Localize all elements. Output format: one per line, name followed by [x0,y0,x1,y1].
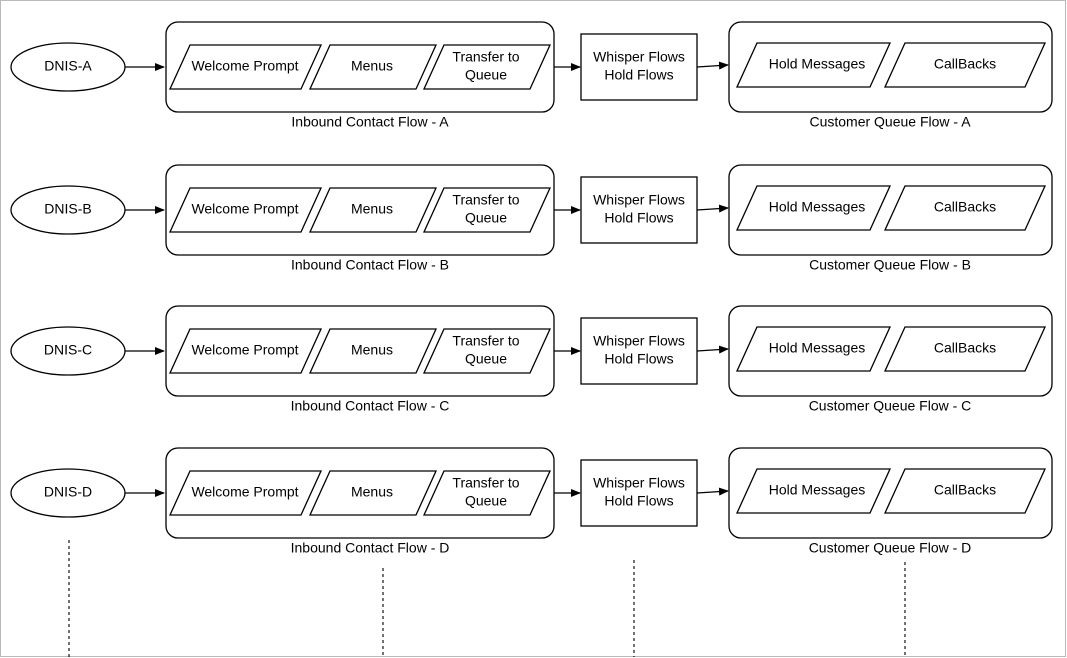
dnis-label: DNIS-B [44,201,91,217]
welcome-prompt-label: Welcome Prompt [191,484,298,500]
menus-label: Menus [351,58,393,74]
connector-arrow [696,61,729,70]
transfer-label-line2: Queue [465,351,507,367]
callbacks-label: CallBacks [934,199,996,215]
welcome-prompt-label: Welcome Prompt [191,58,298,74]
menus-node [308,328,438,374]
hold-messages-label: Hold Messages [769,199,866,215]
customer-queue-flow-caption: Customer Queue Flow - D [809,540,972,556]
menus-label: Menus [351,201,393,217]
whisper-flows-label: Whisper Flows [593,333,685,349]
hold-messages-label: Hold Messages [769,482,866,498]
welcome-prompt-node [168,470,323,516]
customer-queue-flow-caption: Customer Queue Flow - B [809,257,971,273]
inbound-contact-flow-caption: Inbound Contact Flow - D [291,540,450,556]
flow-row: DNIS-A Welcome Prompt Menus Transfer to Queu… [10,21,1053,130]
transfer-to-queue-node [422,470,552,516]
welcome-prompt-node [168,187,323,233]
whisper-hold-flows-node [580,33,698,101]
callbacks-node [883,326,1047,372]
hold-messages-node [735,185,892,231]
welcome-prompt-label: Welcome Prompt [191,342,298,358]
menus-node [308,44,438,90]
dnis-label: DNIS-C [44,342,92,358]
flow-row: DNIS-B Welcome Prompt Menus Transfer to Queu… [10,164,1053,273]
hold-flows-label: Hold Flows [604,67,673,83]
inbound-contact-flow-caption: Inbound Contact Flow - A [291,114,449,130]
hold-messages-node [735,42,892,88]
whisper-flows-label: Whisper Flows [593,192,685,208]
callbacks-label: CallBacks [934,482,996,498]
welcome-prompt-label: Welcome Prompt [191,201,298,217]
connector-arrow [696,204,729,213]
callbacks-node [883,185,1047,231]
welcome-prompt-node [168,328,323,374]
whisper-hold-flows-node [580,459,698,527]
hold-flows-label: Hold Flows [604,210,673,226]
dnis-label: DNIS-A [44,58,92,74]
customer-queue-flow-caption: Customer Queue Flow - C [809,398,972,414]
transfer-label-line2: Queue [465,67,507,83]
callbacks-node [883,42,1047,88]
transfer-to-queue-node [422,328,552,374]
transfer-to-queue-node [422,187,552,233]
transfer-label-line1: Transfer to [452,475,519,491]
hold-flows-label: Hold Flows [604,493,673,509]
connector-arrow [696,345,729,354]
transfer-label-line1: Transfer to [452,333,519,349]
dnis-label: DNIS-D [44,484,92,500]
connector-arrow [696,487,729,496]
hold-flows-label: Hold Flows [604,351,673,367]
transfer-label-line2: Queue [465,493,507,509]
menus-node [308,470,438,516]
callbacks-label: CallBacks [934,56,996,72]
transfer-to-queue-node [422,44,552,90]
callbacks-label: CallBacks [934,340,996,356]
hold-messages-label: Hold Messages [769,56,866,72]
welcome-prompt-node [168,44,323,90]
customer-queue-flow-caption: Customer Queue Flow - A [809,114,971,130]
transfer-label-line1: Transfer to [452,49,519,65]
flow-row: DNIS-C Welcome Prompt Menus Transfer to Queu… [10,305,1053,414]
menus-label: Menus [351,484,393,500]
hold-messages-node [735,468,892,514]
inbound-contact-flow-caption: Inbound Contact Flow - C [291,398,450,414]
hold-messages-label: Hold Messages [769,340,866,356]
flow-row: DNIS-D Welcome Prompt Menus Transfer to Queu… [10,447,1053,556]
transfer-label-line2: Queue [465,210,507,226]
whisper-flows-label: Whisper Flows [593,475,685,491]
transfer-label-line1: Transfer to [452,192,519,208]
callbacks-node [883,468,1047,514]
whisper-flows-label: Whisper Flows [593,49,685,65]
menus-label: Menus [351,342,393,358]
menus-node [308,187,438,233]
inbound-contact-flow-caption: Inbound Contact Flow - B [291,257,449,273]
hold-messages-node [735,326,892,372]
whisper-hold-flows-node [580,317,698,385]
